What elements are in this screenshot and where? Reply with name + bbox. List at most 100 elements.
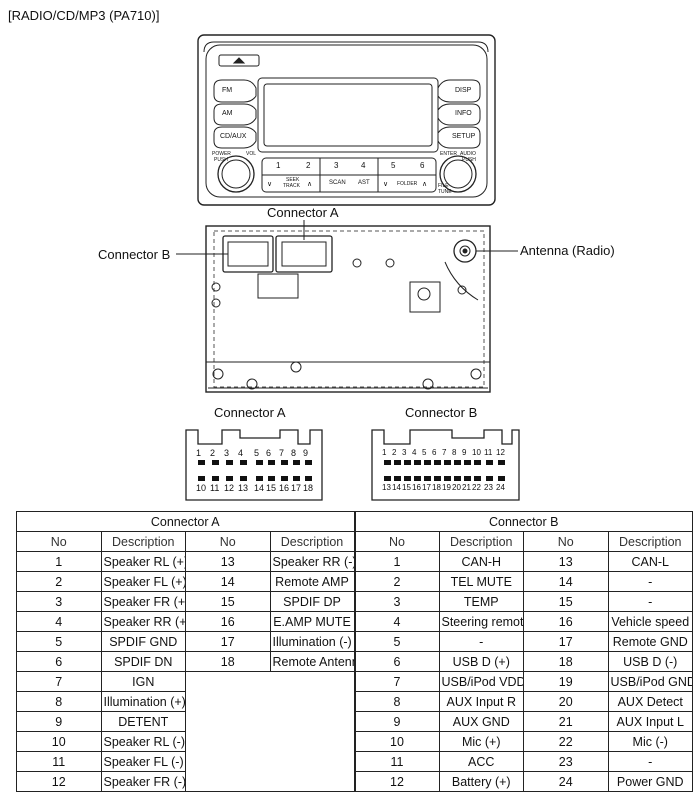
pin-description-cell: USB D (-) <box>607 651 693 672</box>
pin-number-cell: 15 <box>523 591 609 612</box>
folder-label: FOLDER <box>397 181 418 187</box>
connector-b-header: Connector B <box>353 511 693 532</box>
ast-button[interactable]: AST <box>358 180 370 186</box>
preset-3-button[interactable]: 3 <box>334 161 339 170</box>
seek-down-icon[interactable]: ∨ <box>267 181 273 188</box>
pin-number-label: 8 <box>291 448 297 458</box>
pin-mark <box>394 476 401 481</box>
pin-mark <box>434 476 441 481</box>
column-header: Description <box>100 531 186 552</box>
audio-label: AUDIO <box>460 151 476 157</box>
pin-description-cell: AUX Input R <box>438 691 524 712</box>
pin-number-label: 9 <box>303 448 309 458</box>
pin-mark <box>305 460 312 465</box>
pin-description-cell: Steering remote <box>438 611 524 632</box>
radio-front-panel <box>197 34 496 206</box>
pin-description-cell: USB D (+) <box>438 651 524 672</box>
pin-mark <box>444 460 451 465</box>
am-button[interactable]: AM <box>222 110 233 117</box>
pin-description-cell: Speaker FL (+) <box>100 571 186 592</box>
pin-number-cell: 14 <box>523 571 609 592</box>
pin-mark <box>404 476 411 481</box>
preset-1-button[interactable]: 1 <box>276 161 281 170</box>
pin-number-label: 23 <box>484 483 493 492</box>
folder-up-icon[interactable]: ∧ <box>422 181 428 188</box>
column-header: Description <box>607 531 693 552</box>
pin-description-cell: USB/iPod GND <box>607 671 693 692</box>
pin-number-label: 3 <box>224 448 230 458</box>
pin-description-cell: E.AMP MUTE <box>269 611 355 632</box>
pin-mark <box>414 476 421 481</box>
seek-up-icon[interactable]: ∧ <box>307 181 313 188</box>
pin-description-cell: Speaker RR (+) <box>100 611 186 632</box>
pin-number-cell: 7 <box>353 671 440 692</box>
pin-number-label: 22 <box>472 483 481 492</box>
pin-number-label: 7 <box>442 448 447 457</box>
pin-mark <box>198 476 205 481</box>
preset-5-button[interactable]: 5 <box>391 161 396 170</box>
pin-description-cell: Mic (-) <box>607 731 693 752</box>
pin-number-cell: 3 <box>16 591 102 612</box>
connector-b-pinout-shape <box>371 429 520 501</box>
pin-mark <box>268 476 275 481</box>
pin-number-label: 1 <box>382 448 387 457</box>
pin-description-cell: AUX GND <box>438 711 524 732</box>
pin-number-label: 2 <box>392 448 397 457</box>
page-title: [RADIO/CD/MP3 (PA710)] <box>8 8 160 23</box>
preset-6-button[interactable]: 6 <box>420 161 425 170</box>
folder-down-icon[interactable]: ∨ <box>383 181 389 188</box>
table-group-header: Connector A Connector B <box>16 511 693 532</box>
preset-2-button[interactable]: 2 <box>306 161 311 170</box>
pin-number-cell: 6 <box>16 651 102 672</box>
power-label: POWER <box>212 151 231 157</box>
preset-4-button[interactable]: 4 <box>361 161 366 170</box>
pin-mark <box>464 460 471 465</box>
pin-description-cell: IGN <box>100 671 186 692</box>
table-column-header: No Description No Description No Descrip… <box>16 531 693 552</box>
pin-mark <box>498 460 505 465</box>
cd-aux-button[interactable]: CD/AUX <box>220 133 247 140</box>
pin-number-label: 7 <box>279 448 285 458</box>
setup-button[interactable]: SETUP <box>452 133 476 140</box>
pin-number-label: 6 <box>432 448 437 457</box>
pin-mark <box>212 476 219 481</box>
pin-number-label: 4 <box>238 448 244 458</box>
disp-button[interactable]: DISP <box>455 87 472 94</box>
pin-number-label: 14 <box>392 483 401 492</box>
scan-button[interactable]: SCAN <box>329 180 346 186</box>
info-button[interactable]: INFO <box>455 110 472 117</box>
pin-number-label: 5 <box>254 448 260 458</box>
pin-mark <box>268 460 275 465</box>
pin-number-cell: 6 <box>353 651 440 672</box>
pin-number-label: 13 <box>238 483 249 493</box>
pin-mark <box>293 460 300 465</box>
pin-number-label: 11 <box>484 448 493 457</box>
pin-number-cell: 2 <box>16 571 102 592</box>
connector-a-pinout-title: Connector A <box>214 405 286 420</box>
pin-mark <box>424 476 431 481</box>
pin-description-cell: SPDIF DP <box>269 591 355 612</box>
pin-description-cell: Vehicle speed <box>607 611 693 632</box>
fm-button[interactable]: FM <box>222 87 233 94</box>
column-header: No <box>353 531 440 552</box>
pin-description-cell: TEMP <box>438 591 524 612</box>
pin-number-cell: 22 <box>523 731 609 752</box>
pin-number-label: 10 <box>196 483 207 493</box>
radio-diagram <box>176 34 520 501</box>
pin-number-cell: 9 <box>16 711 102 732</box>
pin-number-label: 19 <box>442 483 451 492</box>
pin-number-cell: 21 <box>523 711 609 732</box>
pin-description-cell: Illumination (-) <box>269 631 355 652</box>
pin-description-cell: Remote Antenna <box>269 651 355 672</box>
pin-number-label: 16 <box>279 483 290 493</box>
pin-description-cell: SPDIF GND <box>100 631 186 652</box>
pin-number-cell: 19 <box>523 671 609 692</box>
pin-number-label: 2 <box>210 448 216 458</box>
pin-number-label: 12 <box>496 448 505 457</box>
pin-mark <box>394 460 401 465</box>
column-header: No <box>16 531 102 552</box>
